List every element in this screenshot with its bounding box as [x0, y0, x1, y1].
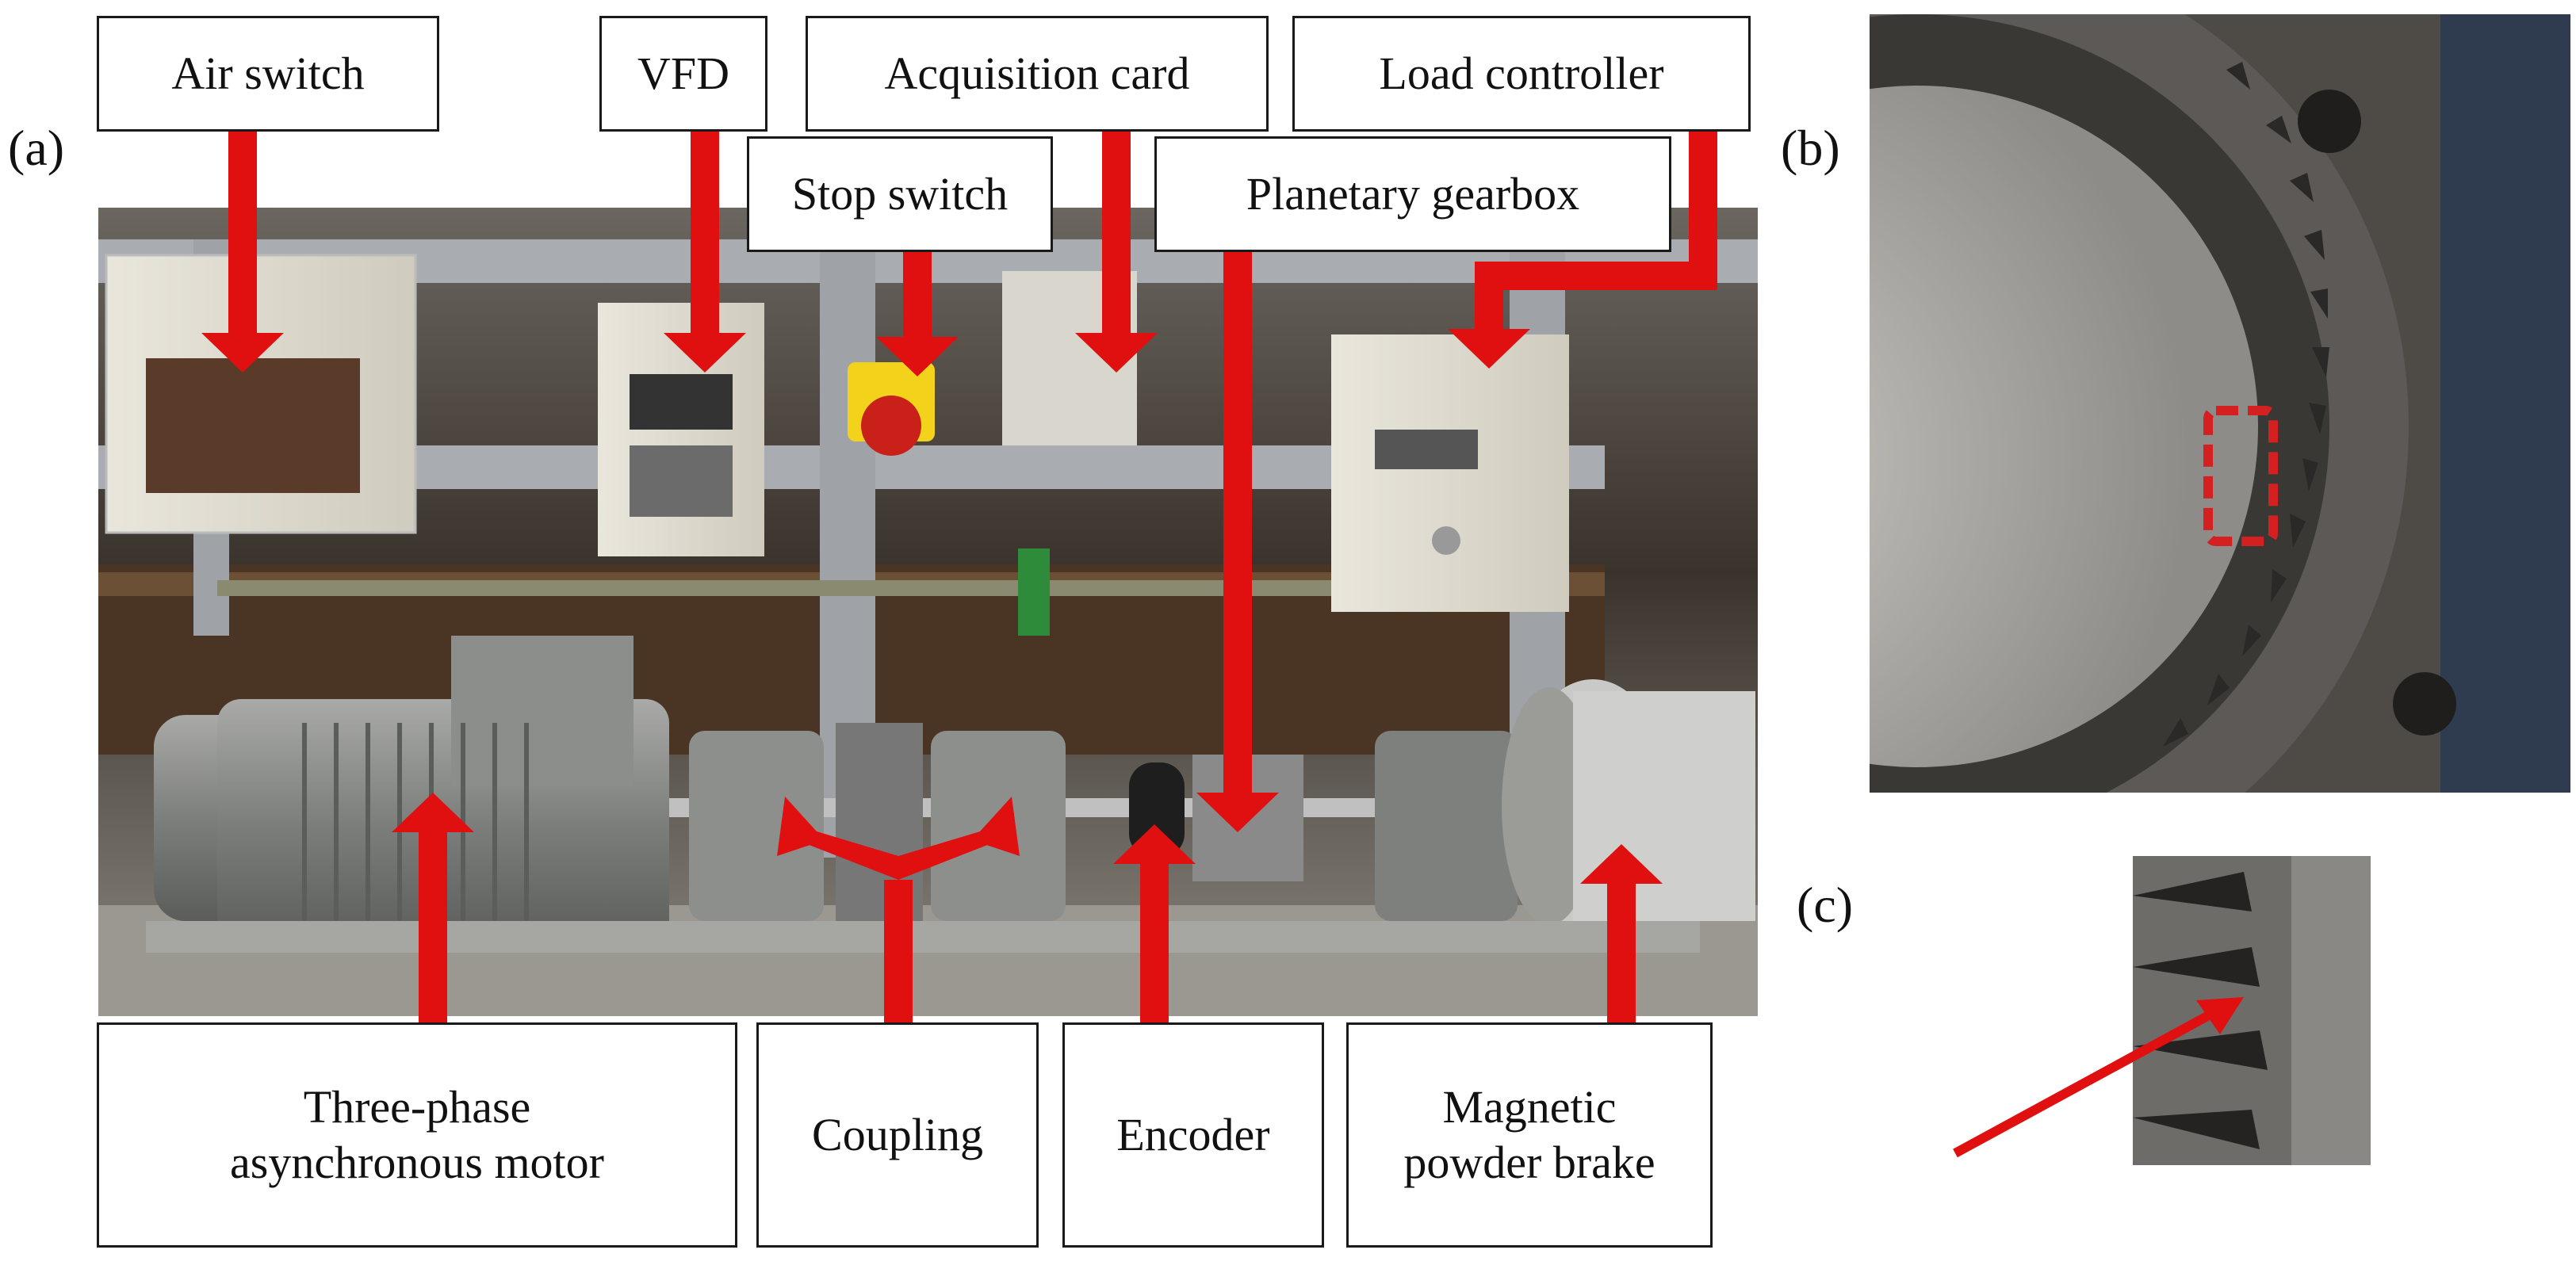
fault-closeup-photo	[2133, 856, 2371, 1165]
panel-a-tag: (a)	[8, 120, 65, 176]
label-motor-line1: Three-phase	[303, 1081, 531, 1133]
label-air-switch: Air switch	[97, 16, 439, 132]
ring-gear-photo	[1870, 14, 2570, 793]
panel-c-tag: (c)	[1797, 877, 1854, 933]
label-coupling: Coupling	[756, 1022, 1039, 1248]
label-brake-line2: powder brake	[1403, 1137, 1655, 1188]
label-encoder: Encoder	[1062, 1022, 1324, 1248]
label-brake: Magnetic powder brake	[1346, 1022, 1713, 1248]
label-brake-line1: Magnetic	[1442, 1081, 1617, 1133]
label-load-controller: Load controller	[1292, 16, 1751, 132]
label-stop-switch: Stop switch	[747, 136, 1053, 252]
label-motor-line2: asynchronous motor	[230, 1137, 604, 1188]
fault-closeup-illustration	[2133, 856, 2371, 1165]
label-acquisition-card: Acquisition card	[806, 16, 1269, 132]
ring-gear-illustration	[1870, 14, 2570, 793]
label-planetary-gearbox: Planetary gearbox	[1154, 136, 1671, 252]
label-motor: Three-phase asynchronous motor	[97, 1022, 737, 1248]
panel-b-tag: (b)	[1781, 120, 1840, 176]
label-vfd: VFD	[599, 16, 767, 132]
